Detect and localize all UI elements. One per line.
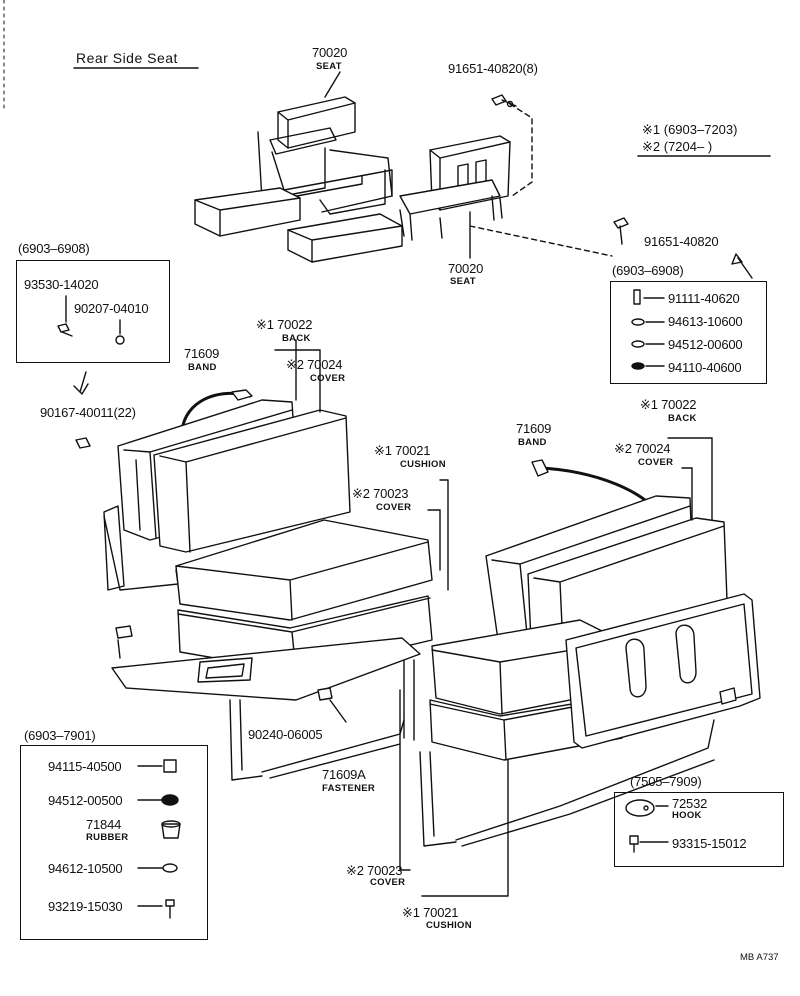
box-7505-7909 (614, 792, 784, 867)
box-bl-rubber-label: RUBBER (86, 832, 129, 843)
cushion-right-label: CUSHION (426, 920, 472, 931)
note-1: ※1 (6903–7203) (642, 122, 738, 137)
cushion-cover-left-label: COVER (376, 502, 412, 513)
box-right-item-2: 94613-10600 (668, 314, 743, 329)
fastener-part-no: 71609A (322, 767, 366, 782)
box-icons (57, 289, 669, 919)
box-right-item-3: 94512-00600 (668, 337, 743, 352)
box-6903-6908-right (610, 281, 767, 384)
note-2: ※2 (7204– ) (642, 139, 713, 154)
box-left-item-2: 90207-04010 (74, 301, 149, 316)
box-bl-item-4: 94612-10500 (48, 861, 123, 876)
drawing-code: MB A737 (740, 952, 779, 963)
seat-top-label: SEAT (316, 61, 342, 72)
cushion-cover-right-label: COVER (370, 877, 406, 888)
box-bl-item-3: 71844 (86, 817, 122, 832)
back-left-label: BACK (282, 333, 311, 344)
back-left-part-no: ※1 70022 (256, 317, 313, 332)
box-br-item-1: 72532 (672, 796, 708, 811)
fastener-label: FASTENER (322, 783, 376, 794)
seat-mid-label: SEAT (450, 276, 476, 287)
right-seat-drawing (399, 437, 761, 897)
cushion-cover-right-part-no: ※2 70023 (346, 863, 403, 878)
cushion-cover-left-part-no: ※2 70023 (352, 486, 409, 501)
clip-left-part-no: 90240-06005 (248, 727, 323, 742)
box-right-item-1: 91111-40620 (668, 291, 740, 306)
screw-left-part-no: 90167-40011(22) (40, 405, 136, 420)
band-left-part-no: 71609 (184, 346, 220, 361)
bolt-top-part-no: 91651-40820(8) (448, 61, 538, 76)
box-6903-6908-left (16, 260, 170, 363)
box-left-title: (6903–6908) (18, 241, 90, 256)
cover-right-part-no: ※2 70024 (614, 441, 671, 456)
cover-left-part-no: ※2 70024 (286, 357, 343, 372)
box-bl-item-5: 93219-15030 (48, 899, 123, 914)
band-right-label: BAND (518, 437, 547, 448)
seat-mid-part-no: 70020 (448, 261, 484, 276)
box-bl-item-1: 94115-40500 (48, 759, 122, 774)
box-br-item-2: 93315-15012 (672, 836, 747, 851)
cushion-left-part-no: ※1 70021 (374, 443, 431, 458)
box-right-item-4: 94110-40600 (668, 360, 742, 375)
box-left-item-1: 93530-14020 (24, 277, 99, 292)
box-br-hook-label: HOOK (672, 810, 702, 821)
bolt-right-part-no: 91651-40820 (644, 234, 719, 249)
cover-right-label: COVER (638, 457, 674, 468)
diagram-title: Rear Side Seat (76, 50, 178, 66)
box-6903-7901 (20, 745, 208, 940)
cover-left-label: COVER (310, 373, 346, 384)
back-right-part-no: ※1 70022 (640, 397, 697, 412)
cushion-left-label: CUSHION (400, 459, 446, 470)
left-seat-drawing (73, 339, 449, 781)
top-seat-assembly-drawing (194, 71, 753, 279)
back-right-label: BACK (668, 413, 697, 424)
box-bl-item-2: 94512-00500 (48, 793, 123, 808)
seat-top-part-no: 70020 (312, 45, 348, 60)
band-left-label: BAND (188, 362, 217, 373)
box-right-title: (6903–6908) (612, 263, 684, 278)
box-bl-title: (6903–7901) (24, 728, 96, 743)
band-right-part-no: 71609 (516, 421, 552, 436)
cushion-right-part-no: ※1 70021 (402, 905, 459, 920)
box-br-title: (7505–7909) (630, 774, 702, 789)
